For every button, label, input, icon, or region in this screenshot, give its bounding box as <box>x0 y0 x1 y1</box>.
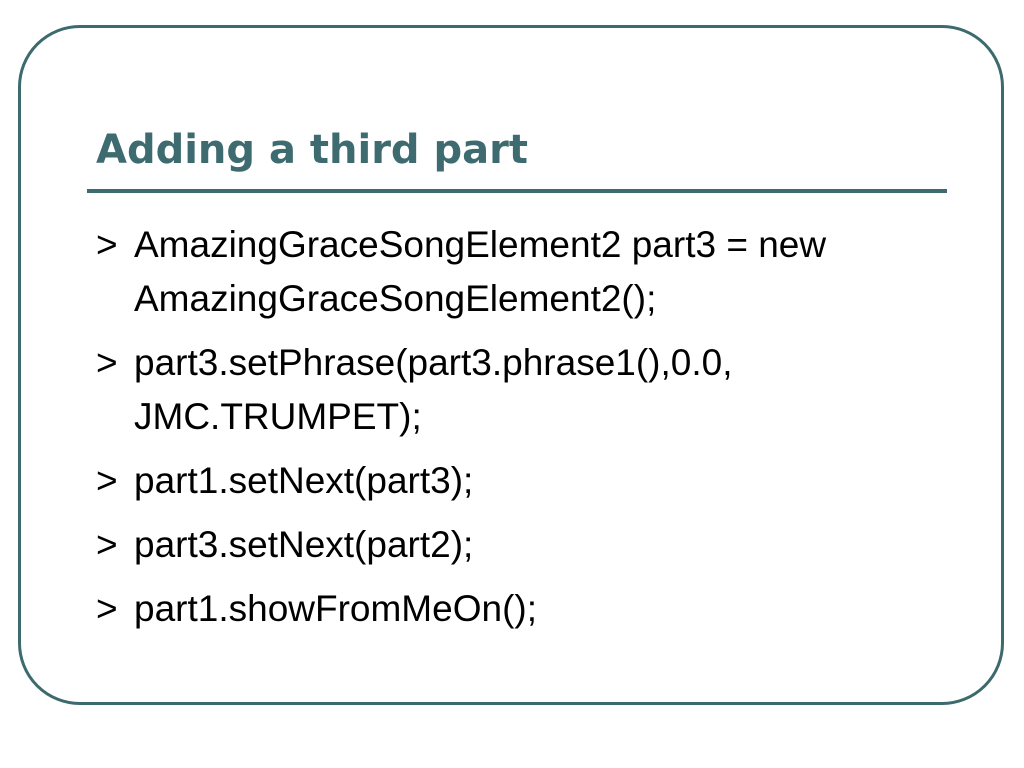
title-underline <box>87 189 947 193</box>
code-line: > part3.setNext(part2); <box>96 518 976 572</box>
prompt-symbol: > <box>96 342 118 383</box>
code-text: part3.setNext(part2); <box>134 524 474 565</box>
code-text: part1.showFromMeOn(); <box>134 588 537 629</box>
code-text: part3.setPhrase(part3.phrase1(),0.0, JMC… <box>134 342 733 437</box>
prompt-symbol: > <box>96 460 118 501</box>
code-list: > AmazingGraceSongElement2 part3 = new Am… <box>96 218 976 646</box>
code-line: > part1.setNext(part3); <box>96 454 976 508</box>
prompt-symbol: > <box>96 524 118 565</box>
code-line: > part3.setPhrase(part3.phrase1(),0.0, JM… <box>96 336 976 444</box>
code-line: > AmazingGraceSongElement2 part3 = new Am… <box>96 218 976 326</box>
code-text: part1.setNext(part3); <box>134 460 474 501</box>
slide-frame <box>18 25 1004 705</box>
prompt-symbol: > <box>96 588 118 629</box>
slide-title: Adding a third part <box>96 127 528 173</box>
code-line: > part1.showFromMeOn(); <box>96 582 976 636</box>
prompt-symbol: > <box>96 224 118 265</box>
code-text: AmazingGraceSongElement2 part3 = new Ama… <box>134 224 827 319</box>
